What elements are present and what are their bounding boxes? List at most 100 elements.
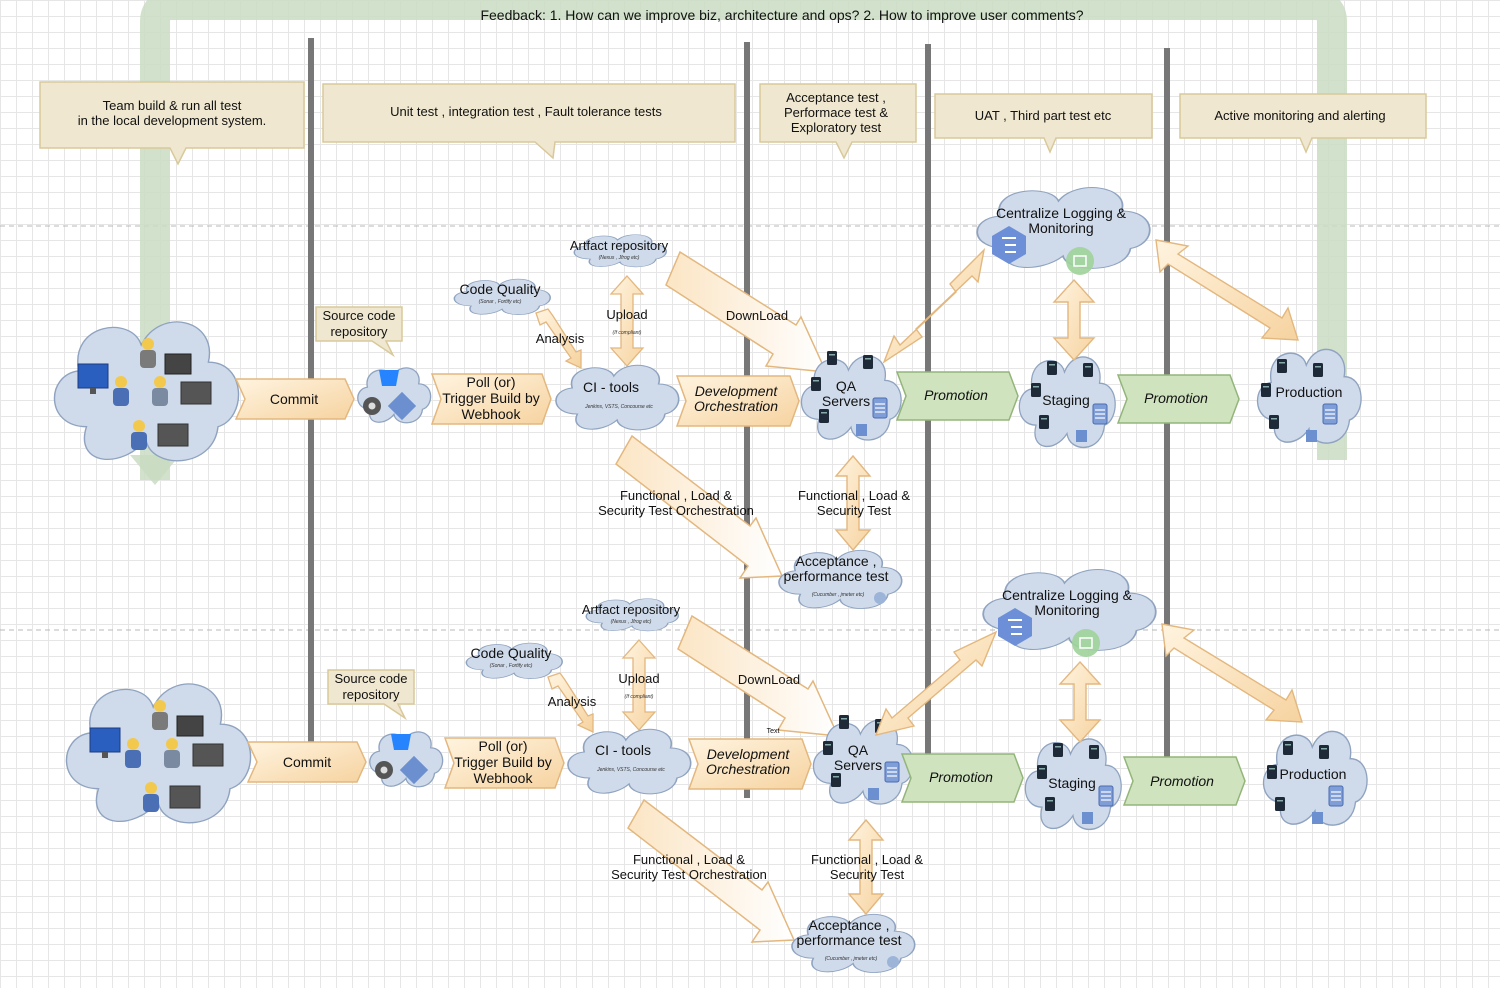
upload-double-arrow: Upload (If compliant) [618,639,660,731]
bitbucket-icon [391,734,411,750]
svg-text:Active monitoring and alerting: Active monitoring and alerting [1214,108,1385,123]
server-icon [1319,745,1329,759]
svg-text:UAT , Third part test etc: UAT , Third part test etc [975,108,1112,123]
logging-monitoring-cloud: Centralize Logging & Monitoring [983,570,1156,657]
promotion-arrow-staging: Promotion [900,753,1024,803]
svg-text:DownLoad: DownLoad [726,308,788,323]
svg-text:(Cucumber , jmeter etc): (Cucumber , jmeter etc) [812,592,865,598]
dev-orchestration-arrow: Development Orchestration [675,375,800,427]
database-icon [872,397,888,419]
stray-text-label: Text [767,728,780,735]
svg-text:Functional , Load &: Functional , Load & [633,852,745,867]
staging-logging-double-arrow [1058,660,1102,744]
server-icon [1083,363,1093,377]
staging-cloud: Staging [1019,357,1115,447]
logging-production-double-arrow [1161,623,1303,723]
svg-text:(Cucumber , jmeter etc): (Cucumber , jmeter etc) [825,956,878,962]
test-tool-icon [874,592,886,604]
database-icon [1098,785,1114,807]
phase-callout-local: Team build & run all test in the local d… [39,81,305,166]
database-icon [884,761,900,783]
svg-text:Production: Production [1280,766,1347,782]
dev-orchestration-arrow: Development Orchestration [687,738,812,790]
svg-text:Monitoring: Monitoring [1034,602,1099,618]
svg-text:Promotion: Promotion [929,769,993,785]
svg-text:(Nexus , Jfrog etc): (Nexus , Jfrog etc) [599,255,640,261]
git-gear-icon [375,761,393,779]
source-repo-callout: Source code repository [315,306,403,358]
functional-test-double-arrow: Functional , Load & Security Test [811,818,923,916]
svg-text:repository: repository [342,687,400,702]
svg-text:DownLoad: DownLoad [738,672,800,687]
svg-text:Security Test: Security Test [830,867,905,882]
qa-servers-cloud: QA Servers [813,715,913,804]
server-icon [1047,361,1057,375]
svg-text:Acceptance ,: Acceptance , [809,917,890,933]
acceptance-test-cloud: Acceptance , performance test (Cucumber … [779,550,902,608]
doc-icon [1312,812,1323,824]
svg-text:Artfact repository: Artfact repository [582,602,681,617]
server-icon [1277,359,1287,373]
svg-text:Acceptance ,: Acceptance , [796,553,877,569]
download-arrow: DownLoad [677,614,840,737]
monitoring-chart-icon [1066,247,1094,275]
svg-text:Centralize Logging &: Centralize Logging & [996,205,1127,221]
svg-text:Code Quality: Code Quality [471,645,552,661]
production-cloud: Production [1264,731,1368,825]
database-icon [1322,403,1338,425]
svg-text:Poll (or): Poll (or) [478,738,527,754]
svg-text:Staging: Staging [1048,775,1095,791]
feedback-loop-arrow [140,0,1347,480]
svg-text:Jenkins, VSTS, Concourse etc: Jenkins, VSTS, Concourse etc [596,767,665,773]
doc-icon [856,424,867,436]
svg-text:performance test: performance test [796,932,901,948]
svg-text:Development: Development [707,746,791,762]
svg-text:Functional , Load &: Functional , Load & [798,488,910,503]
developer-workstation-icon [89,700,224,812]
commit-arrow: Commit [246,741,367,783]
svg-text:Promotion: Promotion [924,387,988,403]
qa-logging-double-arrow [882,247,986,364]
promotion-arrow-staging: Promotion [895,371,1019,421]
commit-arrow: Commit [234,378,355,420]
svg-text:Monitoring: Monitoring [1028,220,1093,236]
svg-text:Trigger Build by: Trigger Build by [454,754,552,770]
svg-text:Servers: Servers [834,757,882,773]
server-icon [1275,797,1285,811]
feedback-arrowhead [130,455,180,485]
svg-text:Security Test: Security Test [817,503,892,518]
poll-trigger-arrow: Poll (or) Trigger Build by Webhook [443,737,565,789]
svg-text:performance test: performance test [783,568,888,584]
svg-text:Staging: Staging [1042,392,1089,408]
svg-text:Commit: Commit [270,391,318,407]
svg-text:CI - tools: CI - tools [583,379,639,395]
ci-tools-cloud: CI - tools Jenkins, VSTS, Concourse etc [556,365,679,430]
feedback-label: Feedback: 1. How can we improve biz, arc… [480,7,1083,23]
svg-text:Centralize Logging &: Centralize Logging & [1002,587,1133,603]
svg-text:(If compliant): (If compliant) [625,694,654,700]
svg-text:Source code: Source code [335,671,408,686]
svg-text:Poll (or): Poll (or) [466,374,515,390]
svg-text:Source code: Source code [323,308,396,323]
svg-text:Analysis: Analysis [548,694,597,709]
pipeline-row-1: Commit Source code repository Poll (or) … [54,188,1361,609]
svg-text:Security Test Orchestration: Security Test Orchestration [598,503,754,518]
ci-tools-cloud: CI - tools Jenkins, VSTS, Concourse etc [568,729,691,794]
acceptance-test-cloud: Acceptance , performance test (Cucumber … [792,914,915,972]
svg-text:(Nexus , Jfrog etc): (Nexus , Jfrog etc) [611,619,652,625]
svg-text:QA: QA [848,742,869,758]
dev-team-cloud [66,684,250,823]
server-icon [827,351,837,365]
svg-text:Webhook: Webhook [474,770,534,786]
analysis-double-arrow: Analysis [547,672,597,734]
doc-icon [1306,430,1317,442]
svg-text:Upload: Upload [606,307,647,322]
promotion-arrow-production: Promotion [1122,756,1246,806]
functional-orchestration-arrow: Functional , Load & Security Test Orches… [598,434,784,579]
server-icon [1053,743,1063,757]
server-icon [1283,741,1293,755]
server-icon [823,741,833,755]
server-icon [819,409,829,423]
